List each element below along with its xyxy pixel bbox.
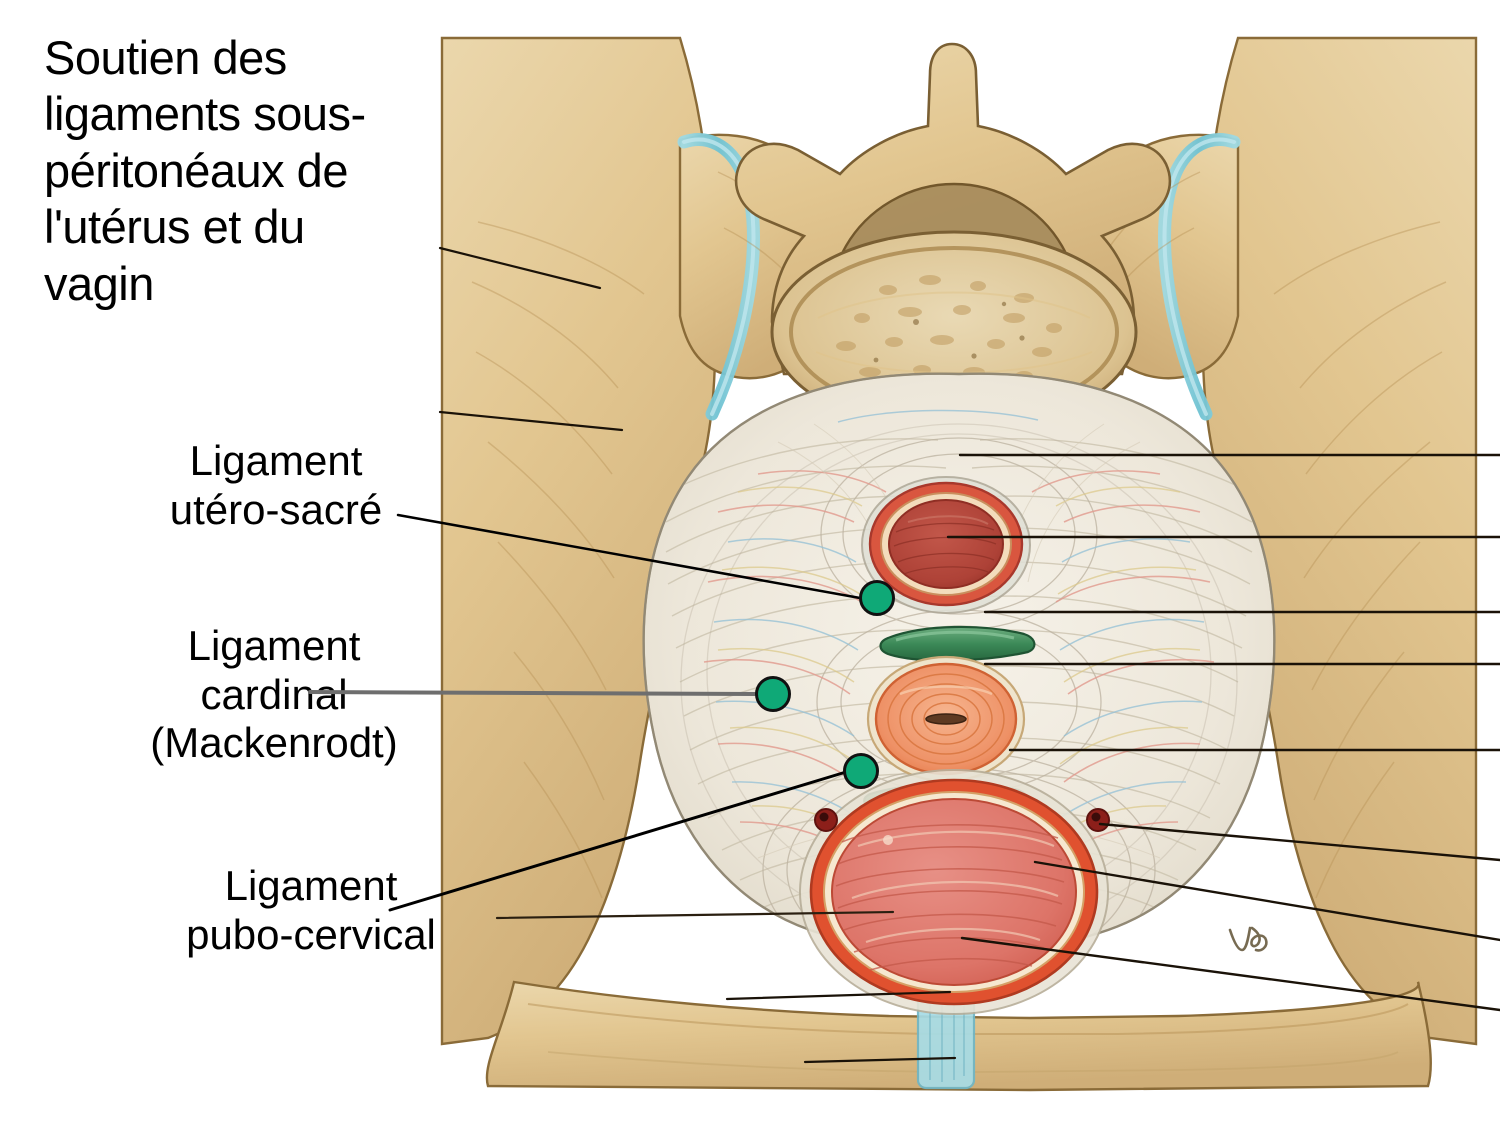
label-cardinal-line-1: Ligament [187,622,361,669]
sacroiliac-left-highlight [682,137,756,416]
page-title-line-1: Soutien des [44,31,287,84]
label-ligament-cardinal: Ligament cardinal (Mackenrodt) [134,622,414,768]
page-title-line-2: ligaments sous- [44,87,366,141]
label-ligament-uterosacral: Ligament utéro-sacré [150,437,402,534]
marker-uterosacral [859,580,895,616]
marker-cardinal [755,676,791,712]
anatomical-illustration [418,22,1500,1104]
page-title-line-3: péritonéaux de [44,143,348,197]
bladder [799,769,1109,1015]
label-pubocervical-line-2: pubo-cervical [186,910,436,958]
page-title-line-5: vagin [44,256,154,310]
label-uterosacral-line-1: Ligament [189,437,363,484]
rectum-lumen [888,499,1004,589]
label-cardinal-line-2: cardinal [200,670,348,718]
cervix [866,655,1026,783]
label-pubocervical-line-1: Ligament [224,862,398,909]
artist-signature [1228,926,1268,952]
marker-pubocervical [843,753,879,789]
label-cardinal-line-3: (Mackenrodt) [150,719,398,767]
page-title-line-4: l'utérus et du [44,200,305,254]
cervix-canal [925,713,967,725]
uterosacral-band [879,625,1036,662]
label-ligament-pubocervical: Ligament pubo-cervical [170,862,452,959]
label-uterosacral-line-2: utéro-sacré [169,485,383,533]
page-title: Soutien des ligaments sous- péritonéaux … [44,30,444,312]
sacroiliac-right-highlight [1162,137,1236,416]
rectum [861,476,1031,614]
